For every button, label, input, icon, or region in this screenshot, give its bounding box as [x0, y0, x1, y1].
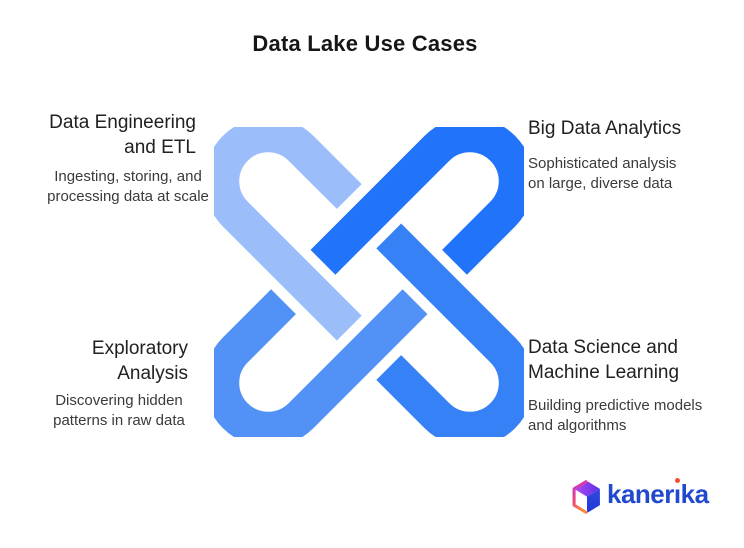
knot-loop-bottom-left: [214, 289, 428, 437]
page-title: Data Lake Use Cases: [252, 31, 478, 56]
i-dot: [675, 478, 680, 483]
interlaced-knot-graphic: [214, 127, 524, 437]
quadrant-bottom-left-description: Discovering hidden patterns in raw data: [53, 392, 185, 429]
knot-loop-bottom-right: [376, 223, 524, 437]
knot-loop-top-left: [214, 127, 362, 341]
quadrant-bottom-left-heading: Exploratory Analysis: [91, 338, 188, 384]
knot-loop-top-right: [310, 127, 524, 275]
quadrant-top-left-heading: Data Engineering and ETL: [49, 112, 196, 158]
quadrant-bottom-right-description: Building predictive models and algorithm…: [528, 397, 703, 434]
kanerika-cube-icon: [572, 479, 600, 515]
quadrant-top-right-description: Sophisticated analysis on large, diverse…: [528, 155, 677, 192]
quadrant-top-left-description: Ingesting, storing, and processing data …: [47, 168, 209, 205]
quadrant-bottom-right-heading: Data Science and Machine Learning: [528, 337, 680, 383]
quadrant-top-right-heading: Big Data Analytics: [528, 118, 682, 139]
